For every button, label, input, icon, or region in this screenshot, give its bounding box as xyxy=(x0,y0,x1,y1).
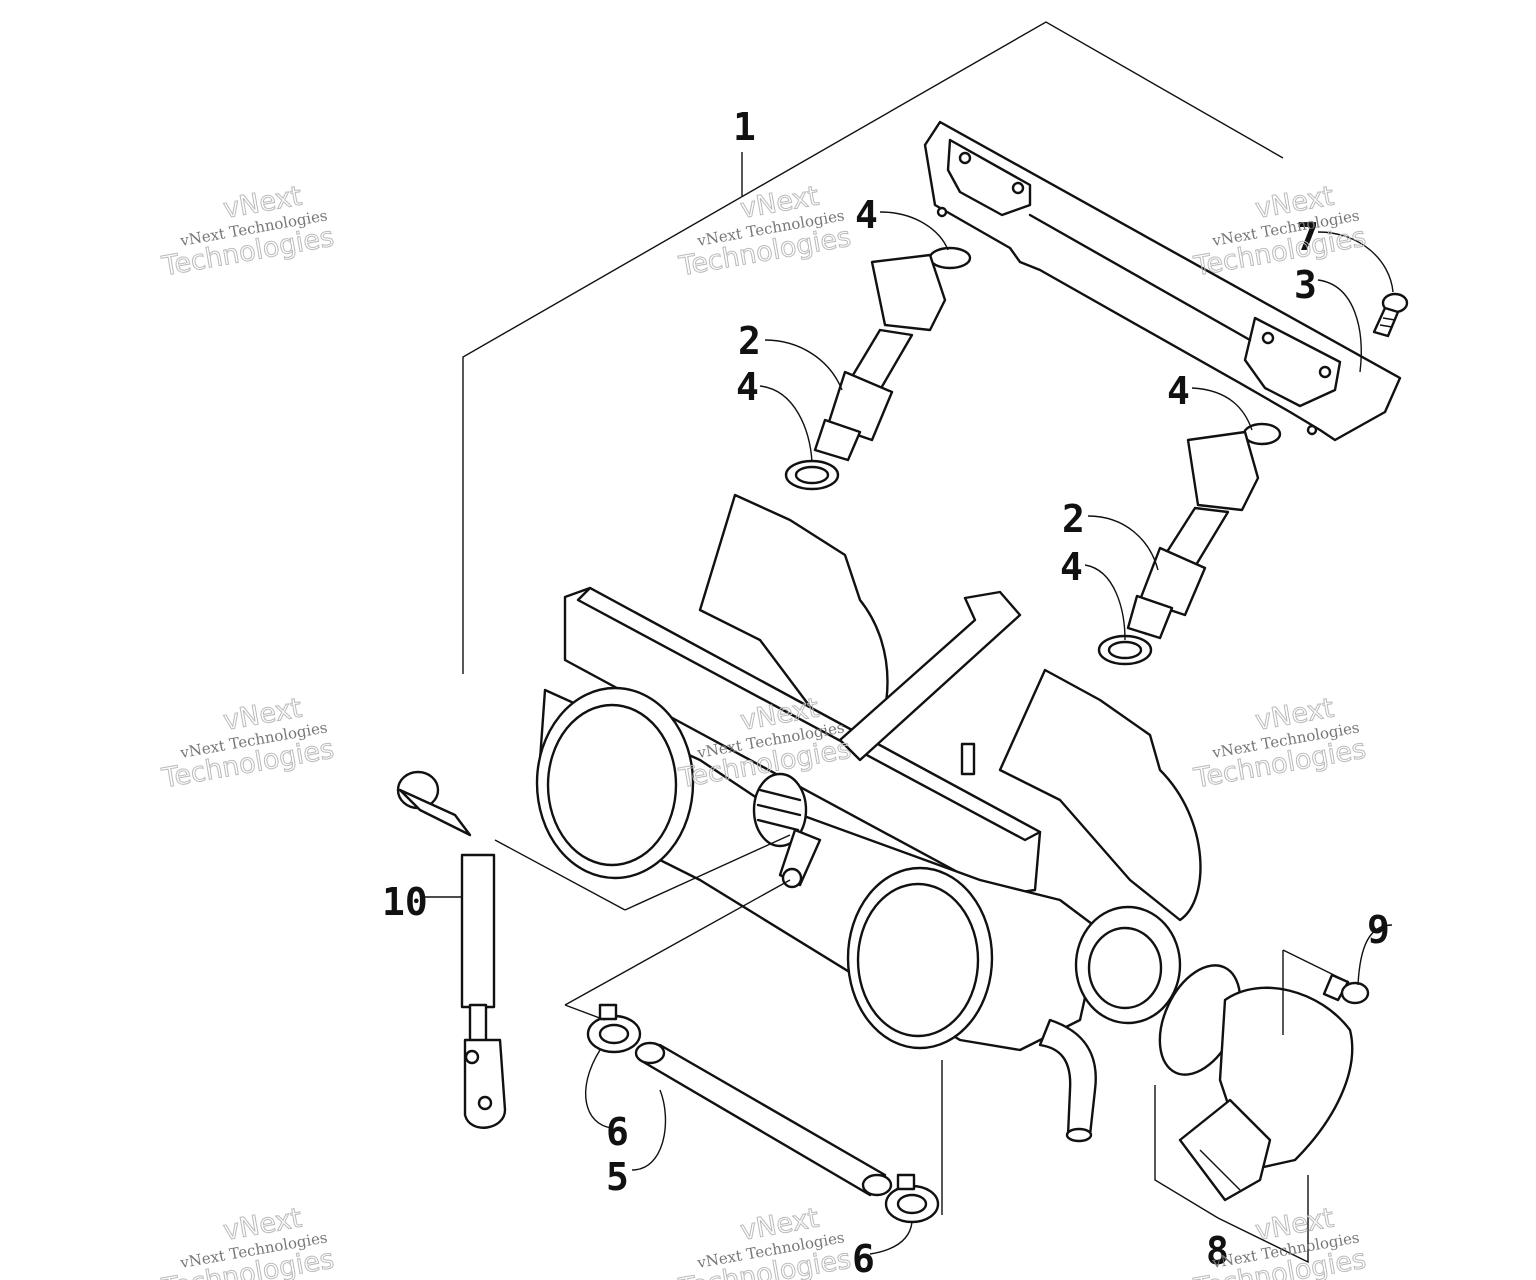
callout-4-right: 4 xyxy=(1167,369,1190,413)
watermark-3: vNext vNext Technologies Technologies xyxy=(1191,180,1369,283)
throttle-position-sensor xyxy=(1158,964,1354,1202)
watermark-6: vNext vNext Technologies Technologies xyxy=(1191,692,1369,795)
callout-8: 8 xyxy=(1206,1229,1229,1273)
watermark-1: vNext vNext Technologies Technologies xyxy=(159,180,337,283)
callout-5: 5 xyxy=(606,1155,629,1199)
watermark-4: vNext vNext Technologies Technologies xyxy=(159,692,337,795)
callout-10: 10 xyxy=(382,880,428,924)
callout-6-left: 6 xyxy=(606,1110,629,1154)
callout-9: 9 xyxy=(1367,908,1390,952)
injector-lower xyxy=(1097,422,1282,666)
screw-7 xyxy=(1372,292,1409,338)
watermark-2: vNext vNext Technologies Technologies xyxy=(676,180,854,283)
watermark-7: vNext vNext Technologies Technologies xyxy=(159,1202,337,1280)
callout-4-top: 4 xyxy=(855,193,878,237)
hose-clamp-6b xyxy=(884,1173,940,1224)
injector-upper xyxy=(784,246,972,491)
leader-lines xyxy=(425,211,1394,1264)
callout-labels: 1 4 2 4 7 3 4 2 4 10 9 6 5 6 8 xyxy=(382,105,1390,1280)
callout-2-lower: 2 xyxy=(1062,497,1085,541)
hose-clamp-6a xyxy=(586,1003,642,1054)
callout-7: 7 xyxy=(1296,215,1319,259)
callout-6-bottom: 6 xyxy=(852,1237,875,1280)
callout-2-upper: 2 xyxy=(738,319,761,363)
screw-9 xyxy=(1322,973,1370,1005)
linkage-rod-10 xyxy=(396,770,507,1129)
callout-4-lower: 4 xyxy=(1060,545,1083,589)
watermark-8: vNext vNext Technologies Technologies xyxy=(676,1202,854,1280)
callout-4-upper: 4 xyxy=(736,365,759,409)
assembly-bracket-lines xyxy=(462,21,1284,674)
callout-3: 3 xyxy=(1294,263,1317,307)
fuel-rail xyxy=(923,120,1402,442)
callout-1: 1 xyxy=(733,105,756,149)
hose-5 xyxy=(634,1041,893,1197)
throttle-body xyxy=(535,493,1202,1143)
